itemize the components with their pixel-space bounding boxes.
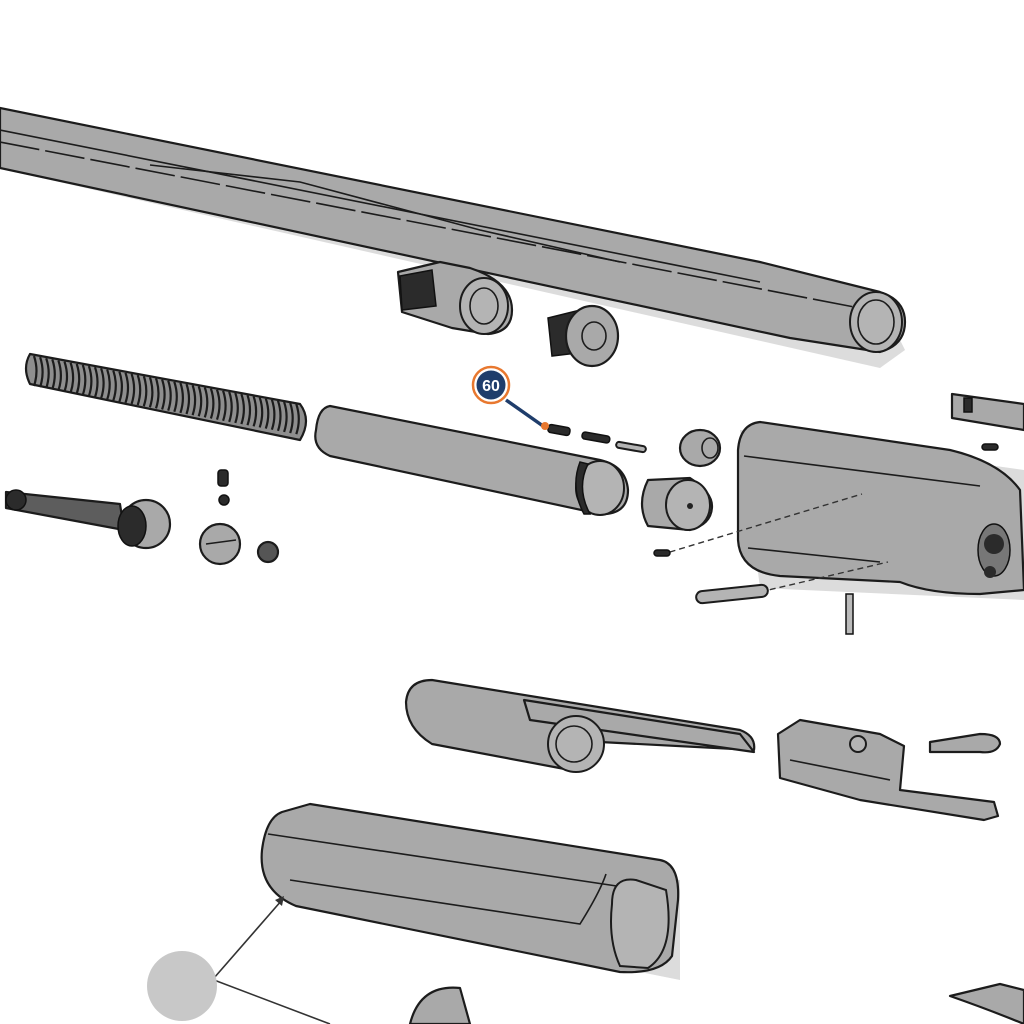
callout-60[interactable]: 60 (471, 365, 549, 430)
inactive-callout-marker[interactable] (147, 896, 331, 1024)
spring-coil (112, 370, 117, 401)
spring-coil (118, 371, 123, 403)
spring-coil (191, 384, 197, 416)
spring-coil (185, 383, 191, 415)
spring-coil (69, 362, 75, 394)
spring-coil (142, 375, 148, 407)
small-pin-parts[interactable] (547, 423, 647, 454)
spring-coil (258, 397, 264, 428)
barrel-part[interactable] (0, 106, 907, 368)
spring-coil (264, 398, 270, 429)
magazine-tube-part[interactable] (314, 404, 630, 516)
spring-coil (215, 389, 221, 420)
spring-coil (173, 381, 178, 413)
spring-coil (276, 400, 282, 432)
spring-coil (252, 395, 258, 427)
barrel-ring-part[interactable] (396, 260, 514, 336)
magazine-cap-part[interactable] (547, 304, 620, 368)
spring-coil (39, 356, 44, 388)
spring-coil (154, 378, 160, 409)
trigger-pin-part[interactable] (950, 392, 1024, 451)
spring-coil (93, 366, 99, 398)
spring-coil (246, 394, 252, 426)
spring-coil (270, 399, 276, 431)
follower-part[interactable] (678, 428, 722, 468)
spring-coil (283, 401, 288, 433)
spring-coil (75, 363, 81, 395)
spring-coil (81, 364, 87, 396)
spring-coil (100, 367, 105, 399)
washer-parts[interactable] (198, 469, 280, 566)
magazine-spring-part[interactable] (24, 352, 308, 442)
forend-part[interactable] (260, 802, 680, 980)
spring-coil (51, 359, 56, 390)
spring-coil (87, 365, 93, 397)
spring-coil (179, 382, 184, 414)
spring-coil (234, 392, 239, 424)
spring-coil (289, 402, 294, 434)
magazine-plug-part[interactable] (640, 476, 714, 532)
spring-coil (106, 369, 111, 400)
spring-coil (130, 373, 136, 405)
spring-coil (161, 379, 166, 410)
assembly-line (759, 561, 889, 593)
assembly-line (659, 493, 863, 556)
spring-coil (167, 380, 172, 411)
receiver-pins[interactable] (653, 549, 854, 635)
spring-coil (32, 355, 38, 387)
spring-coil (295, 403, 300, 435)
bolt-part[interactable] (776, 718, 1000, 822)
spring-coil (203, 387, 209, 418)
spring-coil (148, 376, 154, 408)
action-bar-part[interactable] (404, 678, 756, 773)
spring-coil (222, 390, 227, 422)
spring-coil (124, 372, 130, 404)
spring-coil (228, 391, 233, 423)
spring-coil (240, 393, 245, 425)
spring-coil (209, 388, 215, 419)
spring-coil (197, 385, 203, 417)
spring-coil (57, 360, 62, 391)
receiver-part[interactable] (736, 420, 1024, 600)
bolt-pin-part[interactable] (928, 732, 1002, 754)
spring-coil (136, 374, 142, 406)
callout-number: 60 (482, 378, 500, 395)
stock-part[interactable] (408, 982, 1024, 1024)
spring-retainer-part[interactable] (4, 489, 172, 550)
spring-coil (45, 357, 50, 389)
spring-coil (63, 361, 69, 392)
